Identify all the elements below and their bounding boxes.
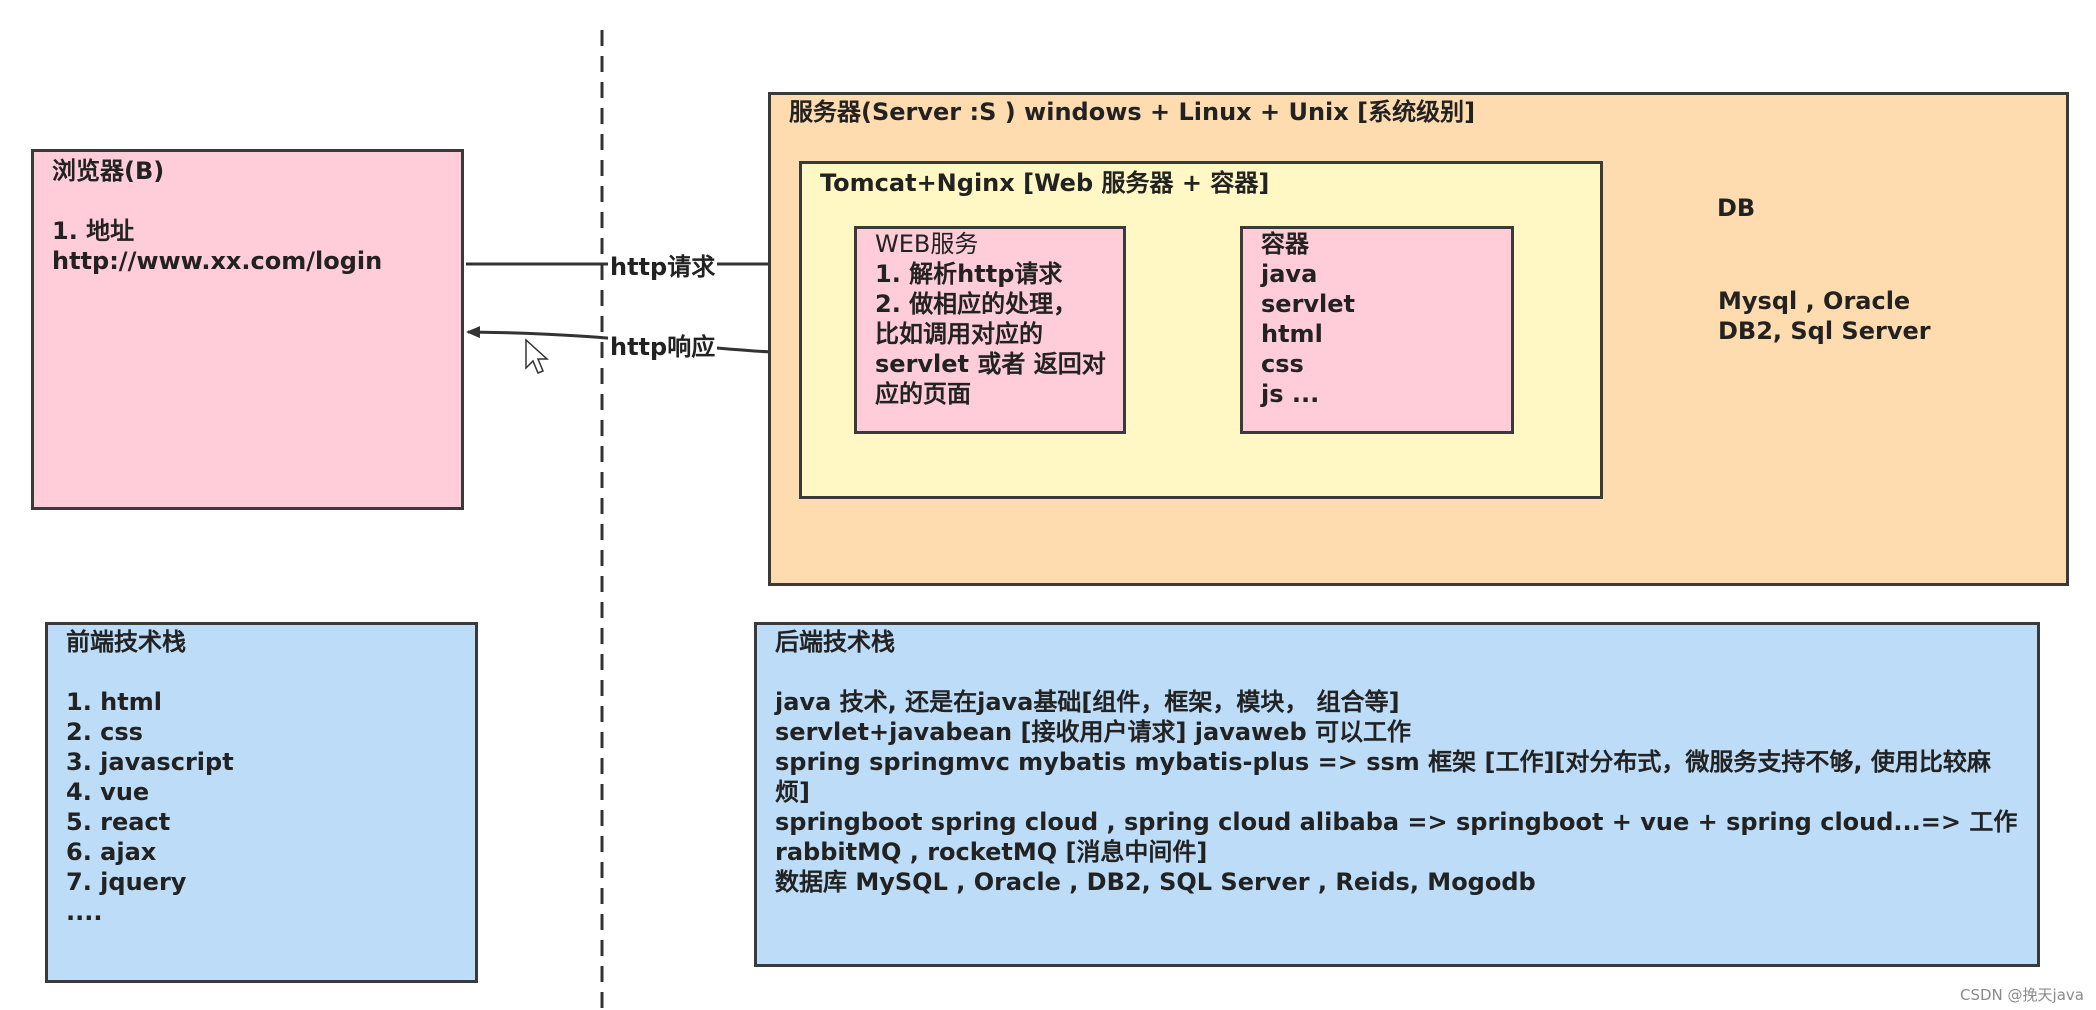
web-service-line: 2. 做相应的处理， [875,290,1078,318]
container-box: 容器 java servlet html css js ... [1240,226,1514,434]
web-service-line: 应的页面 [875,380,971,408]
frontend-stack-item: 2. css [66,718,143,746]
db-line: DB2, Sql Server [1718,317,1931,345]
frontend-stack-title: 前端技术栈 [66,628,186,656]
container-item: js ... [1261,380,1320,408]
container-item: servlet [1261,290,1356,318]
container-item: html [1261,320,1323,348]
container-item: css [1261,350,1304,378]
frontend-stack-item: 5. react [66,808,171,836]
web-service-line: servlet 或者 返回对 [875,350,1106,378]
web-service-title: WEB服务 [875,230,979,258]
mouse-cursor-icon [525,338,549,374]
server-title: 服务器(Server :S ) windows + Linux + Unix [… [789,98,1476,126]
browser-title: 浏览器(B) [52,157,165,185]
backend-stack-line: 数据库 MySQL , Oracle , DB2, SQL Server , R… [775,868,1536,896]
frontend-stack-item: 3. javascript [66,748,234,776]
frontend-stack-item: 1. html [66,688,162,716]
frontend-stack-item: 4. vue [66,778,150,806]
tomcat-title: Tomcat+Nginx [Web 服务器 + 容器] [820,169,1270,197]
container-item: java [1261,260,1318,288]
backend-stack-line: java 技术, 还是在java基础[组件，框架，模块， 组合等] [775,688,1400,716]
frontend-stack-item: 7. jquery [66,868,187,896]
browser-address-url: http://www.xx.com/login [52,247,383,275]
backend-stack-line: rabbitMQ , rocketMQ [消息中间件] [775,838,1208,866]
container-title: 容器 [1261,230,1309,258]
db-title: DB [1717,194,1756,222]
web-service-line: 比如调用对应的 [875,320,1043,348]
http-request-label: http请求 [608,252,718,282]
browser-box: 浏览器(B) 1. 地址 http://www.xx.com/login [31,149,464,510]
frontend-stack-item: 6. ajax [66,838,157,866]
browser-address-label: 1. 地址 [52,217,135,245]
backend-stack-line: spring springmvc mybatis mybatis-plus =>… [775,748,1991,776]
backend-stack-box: 后端技术栈 java 技术, 还是在java基础[组件，框架，模块， 组合等] … [754,622,2040,967]
frontend-stack-box: 前端技术栈 1. html 2. css 3. javascript 4. vu… [45,622,478,983]
http-response-label: http响应 [608,332,718,362]
csdn-watermark: CSDN @挽天java [1960,986,2084,1004]
backend-stack-line: 烦] [775,778,810,806]
backend-stack-line: springboot spring cloud , spring cloud a… [775,808,2018,836]
web-service-line: 1. 解析http请求 [875,260,1063,288]
web-service-box: WEB服务 1. 解析http请求 2. 做相应的处理， 比如调用对应的 ser… [854,226,1126,434]
db-line: Mysql , Oracle [1718,287,1911,315]
backend-stack-title: 后端技术栈 [775,628,895,656]
frontend-stack-item: .... [66,898,103,926]
backend-stack-line: servlet+javabean [接收用户请求] javaweb 可以工作 [775,718,1412,746]
